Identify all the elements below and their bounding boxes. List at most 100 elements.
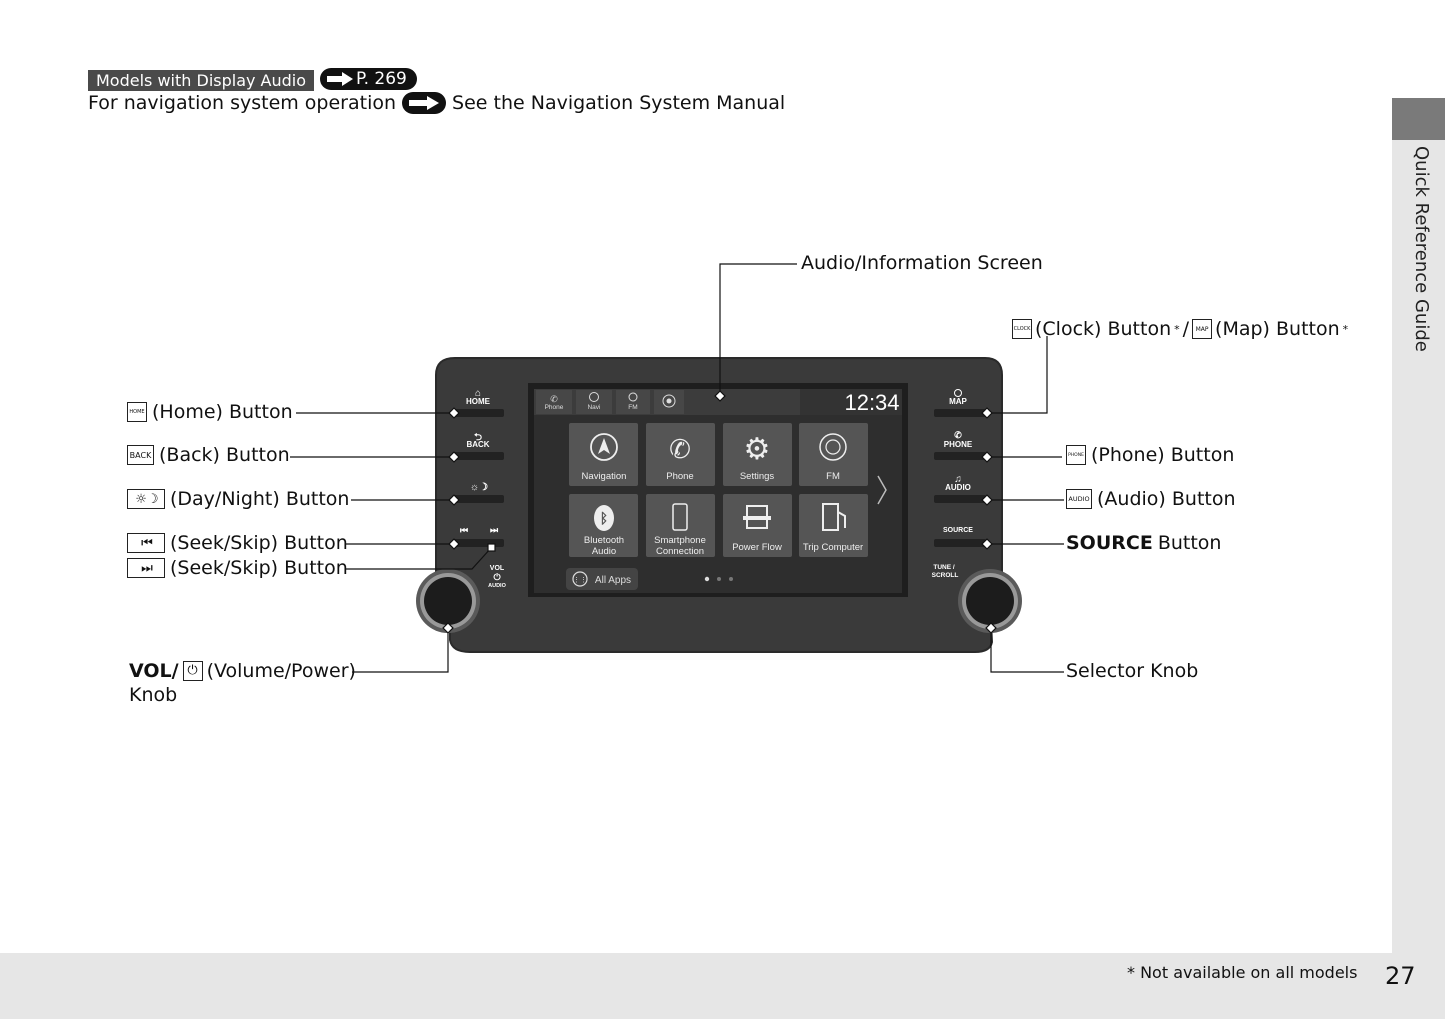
selector-knob[interactable] <box>958 569 1022 633</box>
leader-lines <box>290 263 1064 673</box>
label-selector-knob: Selector Knob <box>1066 660 1199 682</box>
tune-label: TUNE / <box>933 564 955 571</box>
svg-text:FM: FM <box>628 404 637 411</box>
svg-text:Phone: Phone <box>545 404 564 411</box>
home-icon: ⌂ <box>475 388 481 399</box>
svg-text:Power Flow: Power Flow <box>732 542 782 553</box>
back-button[interactable]: ⮌ BACK <box>452 432 504 460</box>
label-screen: Audio/Information Screen <box>801 252 1043 274</box>
app-settings[interactable]: ⚙ Settings <box>723 423 792 486</box>
topbar-navi[interactable]: Navi <box>576 390 612 414</box>
gear-icon: ⚙ <box>744 433 771 466</box>
clock-icon: CLOCK <box>1012 319 1032 339</box>
label-day-night: ☼ ☽ (Day/Night) Button <box>127 488 349 510</box>
label-source: SOURCE Button <box>1066 532 1222 554</box>
phone-button[interactable]: ✆ PHONE <box>934 430 986 460</box>
day-night-button[interactable]: ☼☽ <box>452 482 504 503</box>
power-icon: ⏻ <box>493 572 501 582</box>
head-unit-diagram: ✆ Phone Navi FM 12:34 Navigation ✆ Phone… <box>290 263 1064 673</box>
svg-text:Navigation: Navigation <box>582 471 627 482</box>
audio-button[interactable]: ♫ AUDIO <box>934 474 986 503</box>
label-seek-forward: ⏭ (Seek/Skip) Button <box>127 557 348 579</box>
svg-text:AUDIO: AUDIO <box>945 483 971 492</box>
seek-back-icon: ⏮ <box>460 525 468 535</box>
svg-text:MAP: MAP <box>949 397 967 406</box>
sidebar-tab <box>1392 98 1445 140</box>
label-volume-knob: VOL/ ⏻ (Volume/Power) Knob <box>129 660 356 706</box>
svg-text:Audio: Audio <box>592 546 616 557</box>
nav-instruction: For navigation system operation See the … <box>88 92 785 114</box>
home-button[interactable]: ⌂ HOME <box>452 388 504 417</box>
sidebar-title: Quick Reference Guide <box>1411 146 1432 352</box>
music-note-icon: AUDIO <box>1066 489 1092 509</box>
app-fm[interactable]: FM <box>799 423 868 486</box>
all-apps-button[interactable]: ⋮⋮ All Apps <box>566 568 638 590</box>
topbar-phone[interactable]: ✆ Phone <box>536 390 572 414</box>
svg-text:Phone: Phone <box>666 471 693 482</box>
arrow-right-icon <box>402 92 447 114</box>
scroll-label: SCROLL <box>932 572 959 579</box>
music-note-icon: ♫ <box>954 474 962 485</box>
svg-text:PHONE: PHONE <box>944 440 973 449</box>
svg-text:Settings: Settings <box>740 471 775 482</box>
power-icon: ⏻ <box>182 661 203 681</box>
app-power-flow[interactable]: Power Flow <box>723 494 792 557</box>
topbar-radio-icon[interactable] <box>654 390 684 414</box>
screen <box>534 389 902 593</box>
audio-sublabel: AUDIO <box>488 583 506 589</box>
map-button[interactable]: MAP <box>934 389 986 418</box>
label-audio: AUDIO (Audio) Button <box>1066 488 1236 510</box>
label-phone: PHONE (Phone) Button <box>1066 444 1234 466</box>
app-bluetooth-audio[interactable]: ᛒ Bluetooth Audio <box>569 494 638 557</box>
page-ref-link[interactable]: P. 269 <box>320 68 417 90</box>
svg-text:Navi: Navi <box>587 404 600 411</box>
seek-forward-icon: ⏭ <box>127 558 165 578</box>
page-number: 27 <box>1385 962 1416 990</box>
sun-moon-icon: ☼ ☽ <box>127 489 165 509</box>
back-icon: ⮌ <box>474 432 482 443</box>
screen-clock: 12:34 <box>844 390 899 415</box>
source-button[interactable]: SOURCE <box>934 527 986 547</box>
svg-text:Connection: Connection <box>656 546 704 557</box>
next-page-chevron-icon[interactable] <box>877 475 887 505</box>
phone-icon: ✆ <box>954 430 962 440</box>
svg-text:Smartphone: Smartphone <box>654 535 706 546</box>
label-clock-map: CLOCK (Clock) Button*/MAP (Map) Button* <box>1012 318 1349 340</box>
home-icon: HOME <box>127 402 147 422</box>
back-icon: BACK <box>127 445 154 465</box>
page-dot <box>729 577 733 581</box>
label-seek-back: ⏮ (Seek/Skip) Button <box>127 532 348 554</box>
label-home: HOME (Home) Button <box>127 401 293 423</box>
phone-icon: ✆ <box>669 434 691 464</box>
arrow-right-icon <box>327 72 353 86</box>
svg-text:ᛒ: ᛒ <box>600 510 608 526</box>
svg-text:✆: ✆ <box>550 394 558 404</box>
sidebar-strip <box>1392 140 1445 953</box>
page-dot <box>717 577 721 581</box>
seek-forward-icon: ⏭ <box>490 525 499 535</box>
svg-text:HOME: HOME <box>466 397 491 406</box>
page-ref-text: P. 269 <box>356 69 407 89</box>
sun-moon-icon: ☼☽ <box>470 482 488 493</box>
label-back: BACK (Back) Button <box>127 444 290 466</box>
app-phone[interactable]: ✆ Phone <box>646 423 715 486</box>
svg-text:⋮⋮: ⋮⋮ <box>573 577 587 584</box>
nav-text: For navigation system operation <box>88 92 397 114</box>
app-trip-computer[interactable]: Trip Computer <box>799 494 868 557</box>
clock-area <box>800 389 902 415</box>
seek-back-icon: ⏮ <box>127 533 165 553</box>
svg-text:FM: FM <box>826 471 840 482</box>
footer-bar <box>0 953 1445 1019</box>
app-navigation[interactable]: Navigation <box>569 423 638 486</box>
models-tag: Models with Display Audio <box>88 70 315 91</box>
svg-text:All Apps: All Apps <box>595 575 631 586</box>
nav-manual-text: See the Navigation System Manual <box>452 92 786 114</box>
map-icon: MAP <box>1192 319 1213 339</box>
topbar-fm[interactable]: FM <box>616 390 650 414</box>
volume-knob[interactable] <box>416 569 480 633</box>
leader-markers <box>442 390 997 634</box>
footnote: * Not available on all models <box>1127 963 1358 982</box>
vol-label: VOL <box>490 565 505 572</box>
svg-text:Bluetooth: Bluetooth <box>584 535 624 546</box>
app-smartphone-connection[interactable]: Smartphone Connection <box>646 494 715 557</box>
